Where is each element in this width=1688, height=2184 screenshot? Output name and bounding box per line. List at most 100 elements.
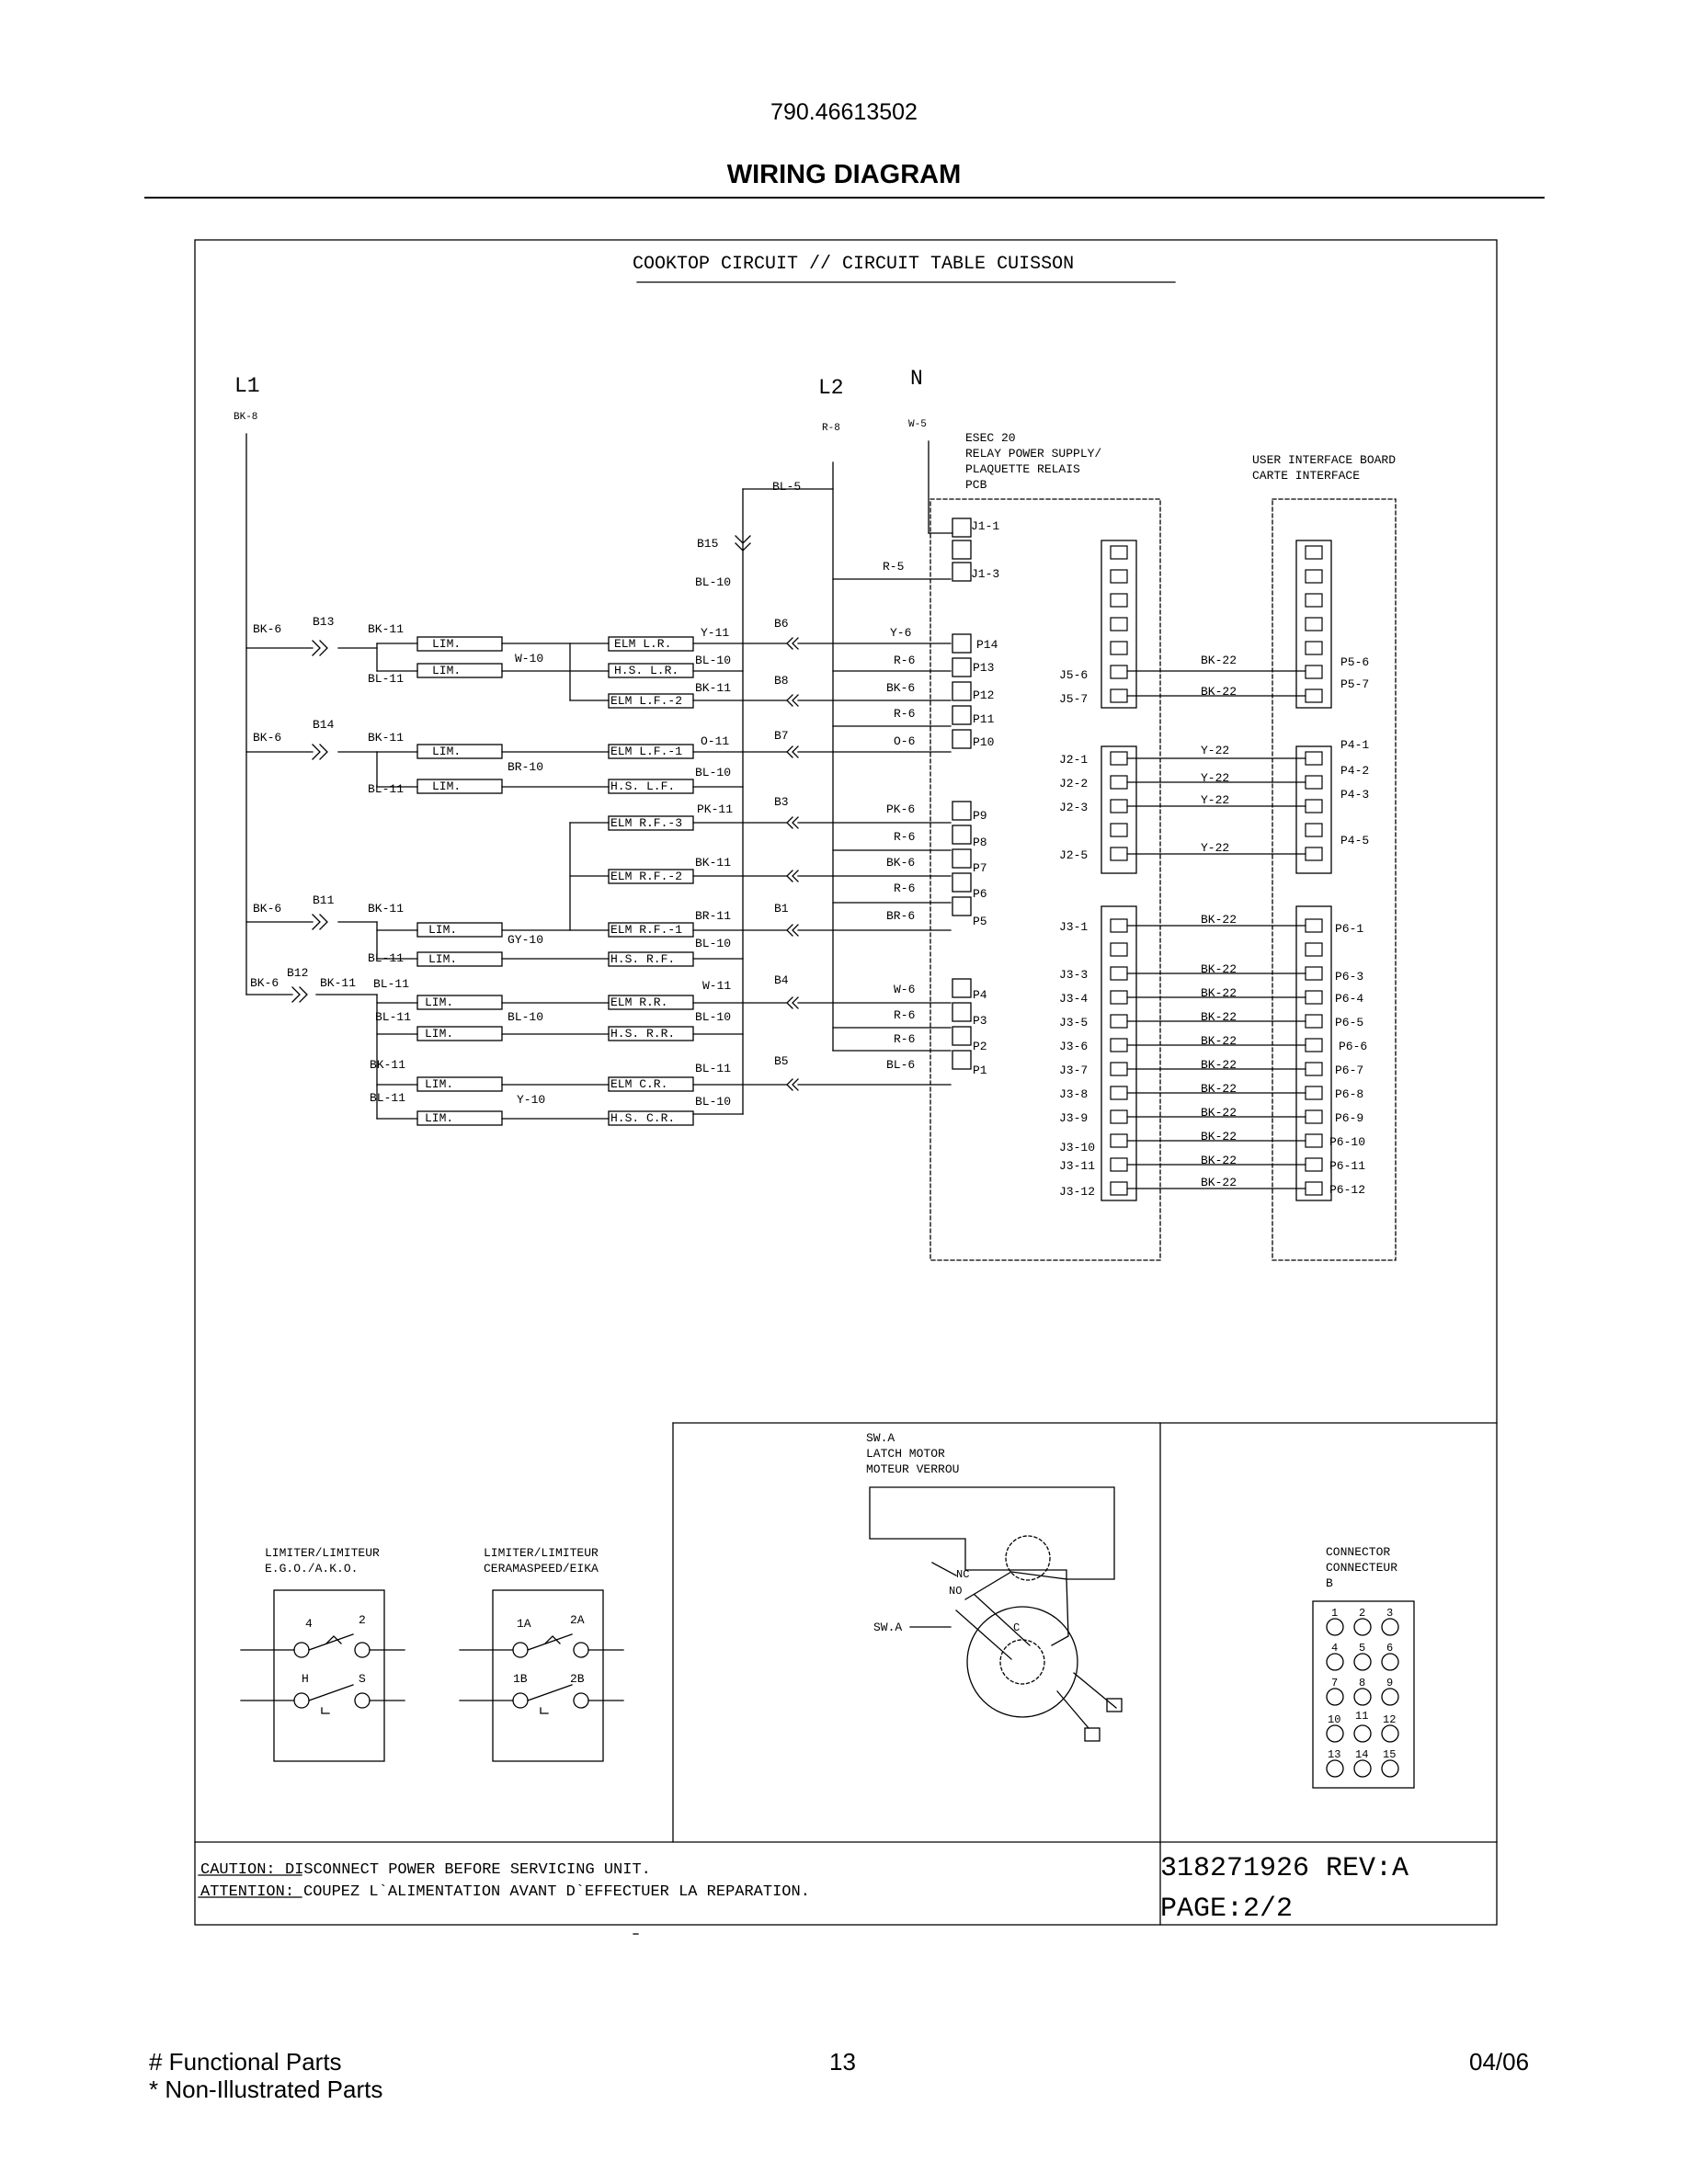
pin-p56: P5-6 xyxy=(1340,655,1369,669)
page-indicator: PAGE:2/2 xyxy=(1160,1894,1293,1925)
wire-y22-1: Y-22 xyxy=(1201,744,1229,757)
l2-label: L2 xyxy=(818,376,844,400)
wire-segment xyxy=(1110,799,1128,813)
wire-segment xyxy=(1110,1062,1128,1076)
pin-p8: P8 xyxy=(973,836,987,849)
pin-j11: J1-1 xyxy=(971,519,999,533)
connector-pin-8: 8 xyxy=(1359,1677,1365,1689)
hs-cr xyxy=(608,1110,694,1126)
lim-label-4: LIM. xyxy=(432,779,461,793)
elm-rf1-label: ELM R.F.-1 xyxy=(610,923,682,937)
wire-bk11-c1: BK-11 xyxy=(695,681,731,695)
pin-j57: J5-7 xyxy=(1059,692,1088,706)
b4-label: B4 xyxy=(774,973,789,987)
connector-label-1: CONNECTOR xyxy=(1326,1545,1390,1559)
wire-segment xyxy=(1110,1157,1128,1172)
wire-segment xyxy=(1295,540,1332,709)
wire-segment xyxy=(1110,665,1128,679)
page-title: WIRING DIAGRAM xyxy=(726,160,962,189)
connector-pin-15: 15 xyxy=(1383,1748,1396,1761)
wire-segment xyxy=(1305,751,1323,766)
pin-j35: J3-5 xyxy=(1059,1016,1088,1029)
wire-segment xyxy=(512,1692,529,1709)
wire-segment xyxy=(1381,1688,1399,1706)
wire-segment xyxy=(1326,1653,1344,1671)
elm-lr-label: ELM L.R. xyxy=(614,637,671,651)
wire-segment xyxy=(1381,1653,1399,1671)
limiter1-title: LIMITER/LIMITEUR xyxy=(265,1546,380,1560)
pin-j310: J3-10 xyxy=(1059,1141,1095,1155)
wire-segment xyxy=(1353,1618,1372,1636)
elm-lf1-label: ELM L.F.-1 xyxy=(610,745,682,758)
wire-segment xyxy=(1381,1724,1399,1743)
wire-segment xyxy=(952,825,972,845)
diagram-group xyxy=(194,239,1498,1926)
elm-cr-label: ELM C.R. xyxy=(610,1077,667,1091)
wire-bk11-3: BK-11 xyxy=(368,902,404,916)
diagram-group xyxy=(1110,545,1323,1196)
wire-segment xyxy=(1110,641,1128,655)
wire-pk11: PK-11 xyxy=(697,802,733,816)
pin-p67: P6-7 xyxy=(1335,1064,1363,1077)
footer-non-illustrated: * Non-Illustrated Parts xyxy=(149,2076,383,2103)
wire-br11: BR-11 xyxy=(695,909,731,923)
wire-segment xyxy=(931,1562,957,1576)
wire-segment xyxy=(952,518,972,538)
wire-segment xyxy=(1101,905,1137,1201)
wire-bk11-1: BK-11 xyxy=(368,622,404,636)
wire-segment xyxy=(308,1684,354,1701)
wire-segment xyxy=(786,870,799,882)
wire-bl11-5: BL-11 xyxy=(375,1010,411,1024)
wire-segment xyxy=(952,1026,972,1046)
wire-bl10-4: BL-10 xyxy=(695,1010,731,1024)
wire-segment xyxy=(1110,942,1128,957)
wire-segment xyxy=(1110,1133,1128,1148)
pin-p63: P6-3 xyxy=(1335,970,1363,984)
wire-segment xyxy=(1305,1157,1323,1172)
wire-segment xyxy=(1305,545,1323,560)
wire-segment xyxy=(308,1633,354,1651)
wire-bk22-4: BK-22 xyxy=(1201,962,1237,976)
wire-segment xyxy=(1353,1653,1372,1671)
wire-segment xyxy=(786,745,799,758)
attention-text: COUPEZ L`ALIMENTATION AVANT D`EFFECTUER … xyxy=(303,1883,810,1901)
limiter1-term-h: H xyxy=(302,1672,309,1686)
pin-j56: J5-6 xyxy=(1059,668,1088,682)
limiter-ego-box xyxy=(273,1589,385,1762)
wire-y22-3: Y-22 xyxy=(1201,793,1229,807)
connector-label-3: B xyxy=(1326,1576,1333,1590)
hs-lf-label: H.S. L.F. xyxy=(610,779,675,793)
hs-cr-label: H.S. C.R. xyxy=(610,1111,675,1125)
wire-r5: R-5 xyxy=(883,560,904,574)
pin-p4: P4 xyxy=(973,988,987,1002)
pin-p10: P10 xyxy=(973,735,994,749)
wire-bk6-2: BK-6 xyxy=(253,731,281,745)
pin-p41: P4-1 xyxy=(1340,738,1369,752)
wire-segment xyxy=(786,1078,799,1091)
n-label: N xyxy=(910,367,923,391)
diagram-group xyxy=(1126,670,1306,1189)
wire-segment xyxy=(312,640,328,656)
wire-r6-4: R-6 xyxy=(894,882,915,895)
latch-label-1: SW.A xyxy=(866,1431,895,1445)
pin-j34: J3-4 xyxy=(1059,992,1088,1006)
lim-label-5: LIM. xyxy=(428,923,457,937)
elm-rr-label: ELM R.R. xyxy=(610,995,667,1009)
wire-segment xyxy=(540,1635,561,1714)
wire-segment xyxy=(952,633,972,654)
connector-pin-12: 12 xyxy=(1383,1713,1396,1726)
wire-segment xyxy=(1326,1759,1344,1778)
wire-segment xyxy=(1056,1690,1089,1729)
wire-segment xyxy=(1005,1535,1051,1581)
ui-board xyxy=(1272,498,1397,1261)
connector-pin-7: 7 xyxy=(1331,1677,1338,1689)
latch-motor-outline xyxy=(869,1486,1115,1580)
lim-label-10: LIM. xyxy=(425,1111,453,1125)
pin-j21: J2-1 xyxy=(1059,753,1088,767)
wire-segment xyxy=(1326,1724,1344,1743)
wire-segment xyxy=(1305,1109,1323,1124)
wire-segment xyxy=(952,562,972,582)
wire-segment xyxy=(952,1002,972,1022)
wire-segment xyxy=(955,1610,1012,1660)
wire-segment xyxy=(1110,775,1128,790)
